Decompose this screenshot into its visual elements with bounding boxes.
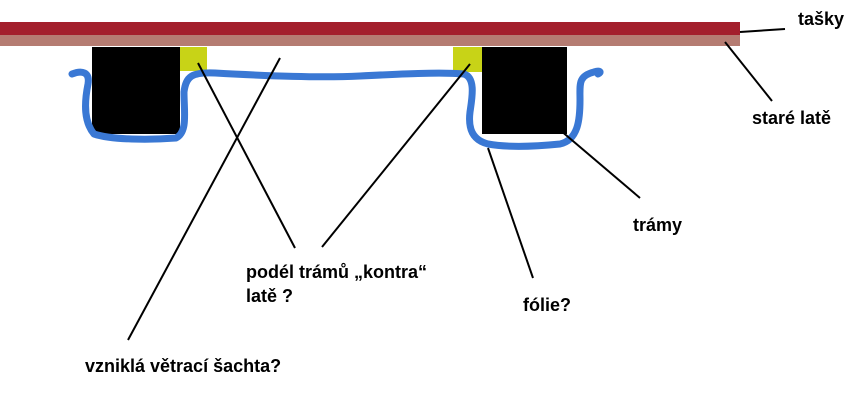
label-kontra-late-line1: podél trámů „kontra“ — [246, 262, 427, 282]
label-stare-late: staré latě — [752, 108, 831, 128]
leader-folie — [487, 147, 534, 279]
old-battens-strip — [0, 34, 740, 46]
leader-sachta — [127, 57, 281, 341]
label-tasky: tašky — [798, 9, 844, 29]
beam-left — [92, 47, 180, 134]
leader-tramy — [559, 129, 641, 199]
foil-line — [68, 67, 604, 150]
label-tramy: trámy — [633, 215, 682, 235]
beam-right — [482, 47, 567, 134]
label-sachta: vzniklá větrací šachta? — [85, 356, 281, 376]
leader-kontra-right — [321, 63, 471, 248]
label-folie: fólie? — [523, 295, 571, 315]
leader-kontra-left — [197, 62, 296, 249]
leader-tasky — [739, 28, 786, 33]
roof-tiles-strip — [0, 22, 740, 35]
leader-lines — [127, 28, 786, 341]
counter-batten-left — [180, 47, 207, 71]
label-kontra-late-line2: latě ? — [246, 286, 293, 306]
leader-stare-late — [724, 41, 773, 102]
